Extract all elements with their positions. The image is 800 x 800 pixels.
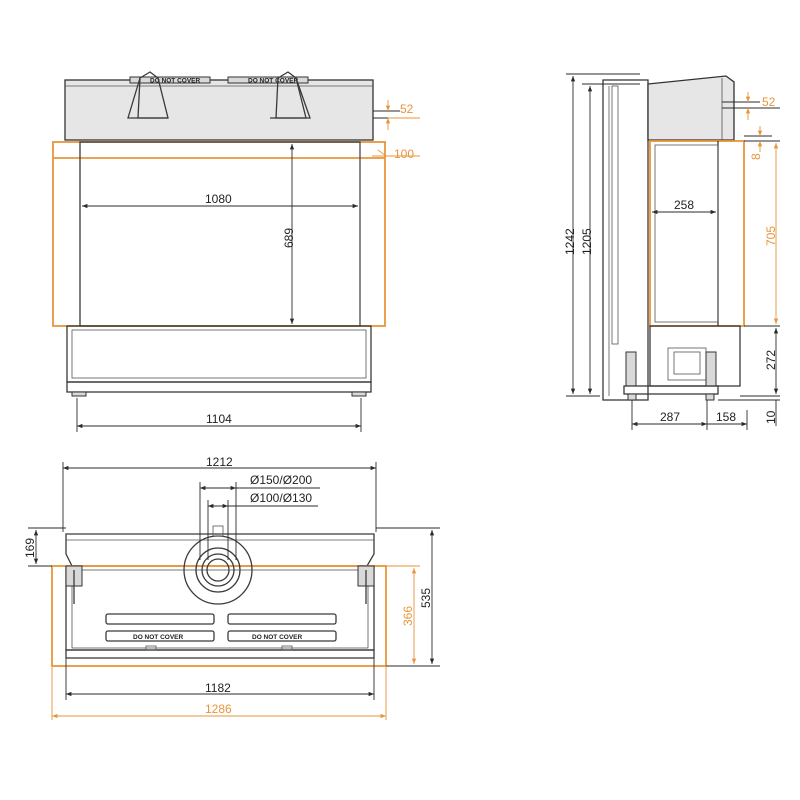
- front-cover-label-right: DO NOT COVER: [248, 78, 299, 85]
- top-dim-535-label: 535: [419, 588, 433, 608]
- side-dim-depths: 287 158: [631, 400, 748, 430]
- front-dim-1080: 1080: [82, 192, 358, 209]
- side-dim-1205: 1205: [580, 83, 640, 394]
- top-rear-body: [65, 533, 375, 567]
- side-top-hood: [647, 75, 735, 141]
- front-dim-52: 52: [373, 100, 420, 130]
- top-dim-flue-outer-label: Ø150/Ø200: [250, 473, 312, 487]
- side-dim-272: 272: [740, 328, 780, 397]
- side-back-panel: [602, 79, 649, 401]
- top-dim-1212: 1212: [62, 455, 377, 532]
- top-dim-1212-label: 1212: [206, 455, 233, 469]
- front-top-hood: DO NOT COVER DO NOT COVER: [64, 71, 374, 141]
- top-dim-flue: Ø150/Ø200 Ø100/Ø130: [199, 473, 320, 560]
- front-dim-52-label: 52: [400, 102, 414, 116]
- side-dim-8: 8: [744, 126, 780, 160]
- front-view: DO NOT COVER DO NOT COVER: [52, 71, 420, 432]
- side-dim-272-label: 272: [764, 350, 778, 370]
- top-dim-1286-label: 1286: [205, 702, 232, 716]
- side-dim-52-label: 52: [762, 95, 776, 109]
- front-base: [66, 325, 372, 397]
- side-dim-1242: 1242: [563, 73, 640, 397]
- top-cover-label-left: DO NOT COVER: [133, 634, 184, 641]
- side-dim-8-label: 8: [749, 153, 763, 160]
- top-outer-frame: [51, 565, 387, 667]
- top-grilles: DO NOT COVER DO NOT COVER: [105, 613, 337, 651]
- top-dim-flue-inner-label: Ø100/Ø130: [250, 491, 312, 505]
- side-dim-705-label: 705: [764, 226, 778, 246]
- front-dim-689: 689: [282, 144, 296, 324]
- side-base: [623, 325, 741, 401]
- front-dim-1104: 1104: [76, 398, 362, 432]
- front-dim-100-label: 100: [394, 147, 414, 161]
- top-dim-1182-label: 1182: [205, 681, 231, 695]
- side-dim-705: 705: [744, 143, 780, 327]
- flue-outlet: [183, 525, 253, 605]
- side-dim-10: 10: [718, 399, 780, 426]
- side-glass-frame: [649, 140, 745, 327]
- side-view: 1242 1205 52 8 705: [563, 73, 780, 430]
- front-dim-1104-label: 1104: [206, 412, 232, 426]
- side-dim-258-label: 258: [674, 198, 694, 212]
- top-dim-1182: 1182: [65, 658, 375, 700]
- side-dim-1205-label: 1205: [580, 228, 594, 255]
- front-dim-689-label: 689: [282, 228, 296, 248]
- side-dim-158-label: 158: [716, 410, 736, 424]
- top-dim-1286: 1286: [51, 666, 387, 720]
- front-dim-100: 100: [372, 147, 420, 161]
- top-dim-366-label: 366: [401, 606, 415, 626]
- side-dim-1242-label: 1242: [563, 228, 577, 255]
- side-dim-287-label: 287: [660, 410, 680, 424]
- front-glass: [79, 141, 361, 327]
- front-dim-1080-label: 1080: [205, 192, 232, 206]
- top-cover-label-right: DO NOT COVER: [252, 634, 303, 641]
- front-cover-label-left: DO NOT COVER: [150, 78, 201, 85]
- front-outer-frame: [52, 141, 386, 327]
- top-view: DO NOT COVER DO NOT COVER 1212 Ø150/Ø200…: [23, 455, 440, 720]
- side-dim-10-label: 10: [764, 410, 778, 424]
- side-dim-258: 258: [652, 198, 716, 215]
- top-dim-169: 169: [23, 527, 66, 567]
- top-dim-535: 535: [376, 527, 440, 667]
- side-dim-52: 52: [722, 92, 780, 120]
- top-dim-366: 366: [386, 565, 420, 664]
- top-dim-169-label: 169: [23, 538, 37, 558]
